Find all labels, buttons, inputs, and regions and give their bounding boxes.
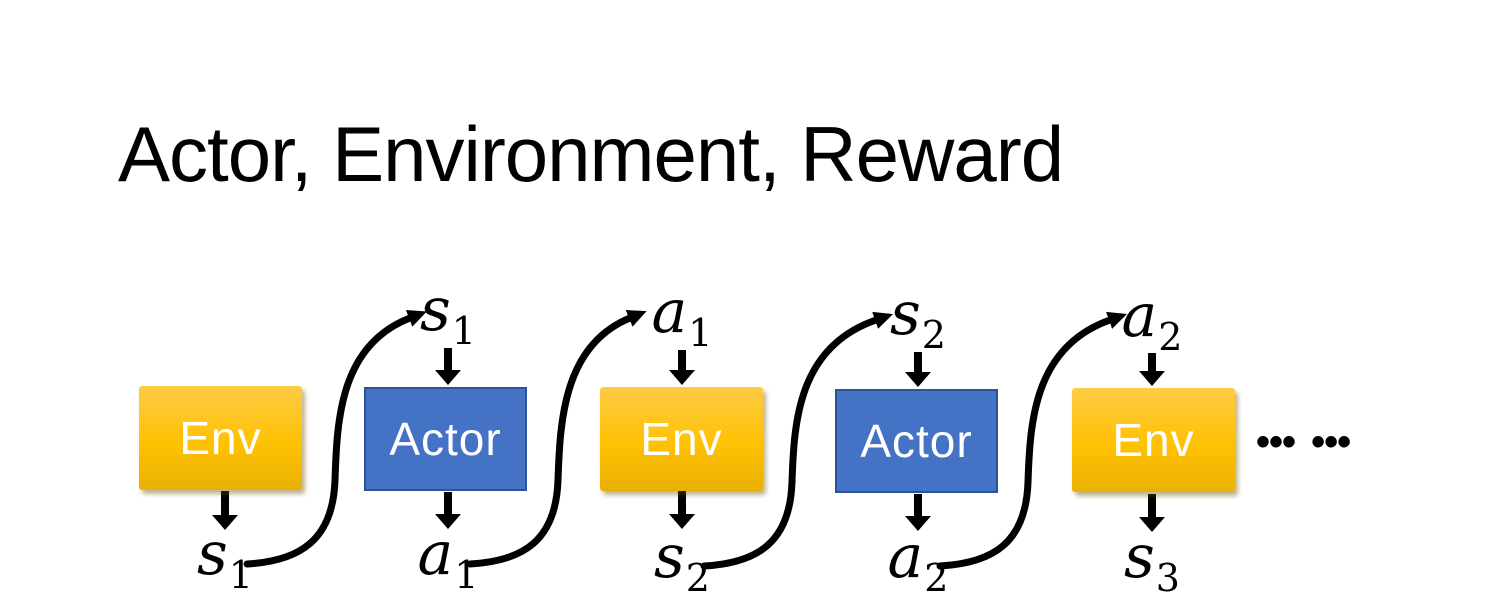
label-a2-bottom-base: a — [887, 522, 924, 592]
curve-s1-bottom-to-s1-top — [243, 309, 427, 568]
label-a2-bottom: a2 — [863, 527, 973, 600]
env-box-2-label: Env — [640, 413, 723, 465]
label-s1-top-base: s — [420, 275, 451, 345]
label-a1-top: a1 — [627, 282, 737, 355]
label-a2-bottom-sub: 2 — [924, 556, 949, 600]
label-s2-bottom: s2 — [627, 527, 737, 600]
actor-box-2-label: Actor — [860, 415, 973, 467]
label-s1-top: s1 — [393, 280, 503, 353]
label-a1-bottom-base: a — [417, 519, 454, 589]
curve-a1-bottom-to-a1-top — [466, 310, 647, 568]
label-a1-top-base: a — [651, 277, 688, 347]
label-s2-bottom-base: s — [654, 522, 685, 592]
label-s1-bottom: s1 — [170, 524, 280, 597]
actor-box-1: Actor — [364, 387, 527, 491]
actor-box-2: Actor — [835, 389, 998, 493]
label-s2-top-sub: 2 — [921, 313, 946, 357]
label-s1-top-sub: 1 — [451, 309, 476, 353]
ellipsis: ••• ••• — [1256, 420, 1351, 464]
label-s2-bottom-sub: 2 — [685, 556, 710, 600]
curve-s2-bottom-to-s2-top — [700, 311, 894, 570]
label-a1-bottom: a1 — [393, 524, 503, 597]
env-box-1: Env — [139, 386, 302, 490]
label-s2-top-base: s — [890, 279, 921, 349]
label-a1-bottom-sub: 1 — [454, 553, 479, 597]
page-title: Actor, Environment, Reward — [118, 110, 1064, 198]
label-a2-top: a2 — [1097, 286, 1207, 359]
label-s1-bottom-base: s — [197, 519, 228, 589]
env-box-3: Env — [1072, 388, 1235, 492]
label-a1-top-sub: 1 — [688, 311, 713, 355]
env-box-1-label: Env — [179, 412, 262, 464]
label-a2-top-sub: 2 — [1158, 315, 1183, 359]
label-s3-bottom-base: s — [1124, 522, 1155, 592]
env-box-3-label: Env — [1112, 414, 1195, 466]
label-s1-bottom-sub: 1 — [228, 553, 253, 597]
label-s3-bottom: s3 — [1097, 527, 1207, 600]
actor-box-1-label: Actor — [389, 413, 502, 465]
label-a2-top-base: a — [1121, 281, 1158, 351]
label-s2-top: s2 — [863, 284, 973, 357]
env-box-2: Env — [600, 387, 763, 491]
curve-a2-bottom-to-a2-top — [936, 311, 1127, 570]
label-s3-bottom-sub: 3 — [1155, 556, 1180, 600]
